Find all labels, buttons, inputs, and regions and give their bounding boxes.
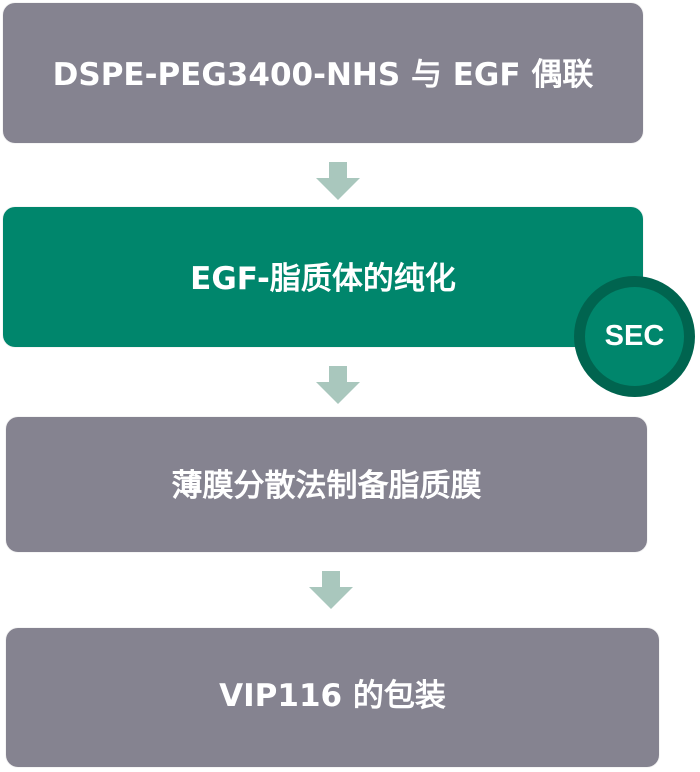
step-1-label: DSPE-PEG3400-NHS 与 EGF 偶联 xyxy=(52,56,594,93)
step-2-box: EGF-脂质体的纯化 xyxy=(3,207,643,347)
step-3-label: 薄膜分散法制备脂质膜 xyxy=(171,468,482,504)
step-4-box: VIP116 的包装 xyxy=(6,628,659,767)
sec-badge: SEC xyxy=(574,276,695,397)
step-1-box: DSPE-PEG3400-NHS 与 EGF 偶联 xyxy=(3,3,643,143)
sec-badge-inner: SEC xyxy=(585,287,684,386)
step-4-label: VIP116 的包装 xyxy=(219,678,446,714)
down-arrow-icon xyxy=(316,366,360,404)
down-arrow-icon xyxy=(316,162,360,200)
step-3-box: 薄膜分散法制备脂质膜 xyxy=(6,417,647,552)
down-arrow-icon xyxy=(309,571,353,609)
step-2-label: EGF-脂质体的纯化 xyxy=(190,260,456,297)
sec-badge-label: SEC xyxy=(604,320,665,352)
